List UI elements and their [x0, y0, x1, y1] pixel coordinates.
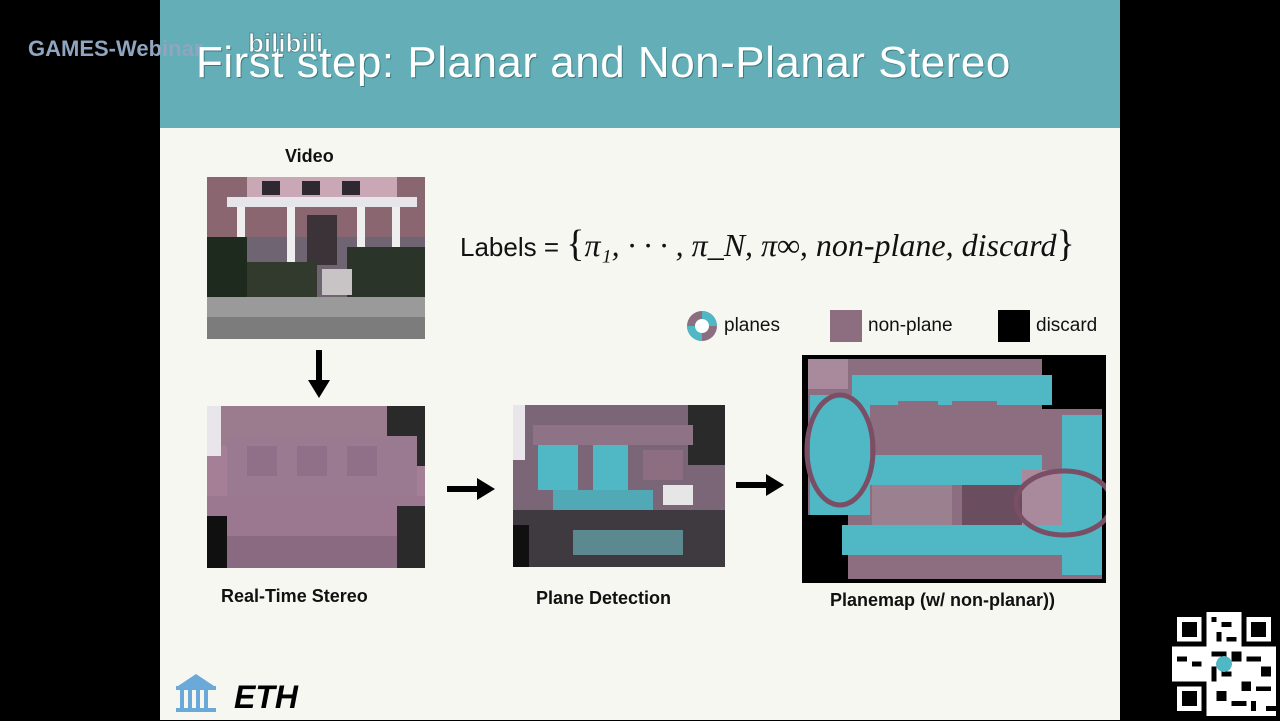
non-plane-swatch: [830, 310, 862, 342]
formula-body: π₁, · · · , π_N, π∞, non-plane, discard: [584, 227, 1057, 263]
realtime-stereo-image: [207, 406, 425, 568]
bilibili-logo-text: bilibili: [248, 28, 323, 58]
plane-detection-image: [513, 405, 725, 567]
caption-video: Video: [285, 146, 334, 166]
legend-non-plane: non-plane: [830, 310, 953, 342]
legend-non-plane-label: non-plane: [868, 315, 953, 336]
caption-planemap: Planemap (w/ non-planar)): [830, 590, 1056, 610]
slide-title: First step: Planar and Non-Planar Stereo: [196, 38, 1011, 87]
formula-close-brace: }: [1056, 223, 1075, 265]
caption-realtime-stereo: Real-Time Stereo: [221, 586, 368, 606]
slide: First step: Planar and Non-Planar Stereo…: [160, 0, 1120, 720]
legend-discard-label: discard: [1036, 315, 1098, 336]
eth-logo: ETH: [234, 680, 299, 712]
discard-swatch: [998, 310, 1030, 342]
eth-logo-text: ETH: [234, 680, 299, 712]
qr-code-icon: [1172, 612, 1276, 716]
caption-plane-detection: Plane Detection: [536, 588, 672, 608]
arrow-down-icon: [308, 350, 330, 398]
bilibili-logo-icon: bilibili: [248, 28, 324, 59]
legend-planes: planes: [686, 310, 780, 342]
planes-swatch-icon: [687, 311, 717, 341]
labels-formula: Labels = {π₁, · · · , π_N, π∞, non-plane…: [460, 222, 1075, 266]
arrow-right-icon: [447, 478, 495, 500]
legend-planes-label: planes: [724, 315, 780, 336]
legend-discard: discard: [998, 310, 1097, 342]
formula-open-brace: {: [566, 223, 585, 265]
arrow-right-icon-2: [736, 474, 784, 496]
planemap-image: [802, 355, 1106, 583]
title-bar: First step: Planar and Non-Planar Stereo: [160, 0, 1120, 128]
video-frame-image: [207, 177, 425, 339]
formula-prefix: Labels =: [460, 232, 567, 262]
unc-logo-icon: [176, 674, 216, 712]
watermark-games-webinar: GAMES-Webinar: [28, 36, 203, 61]
